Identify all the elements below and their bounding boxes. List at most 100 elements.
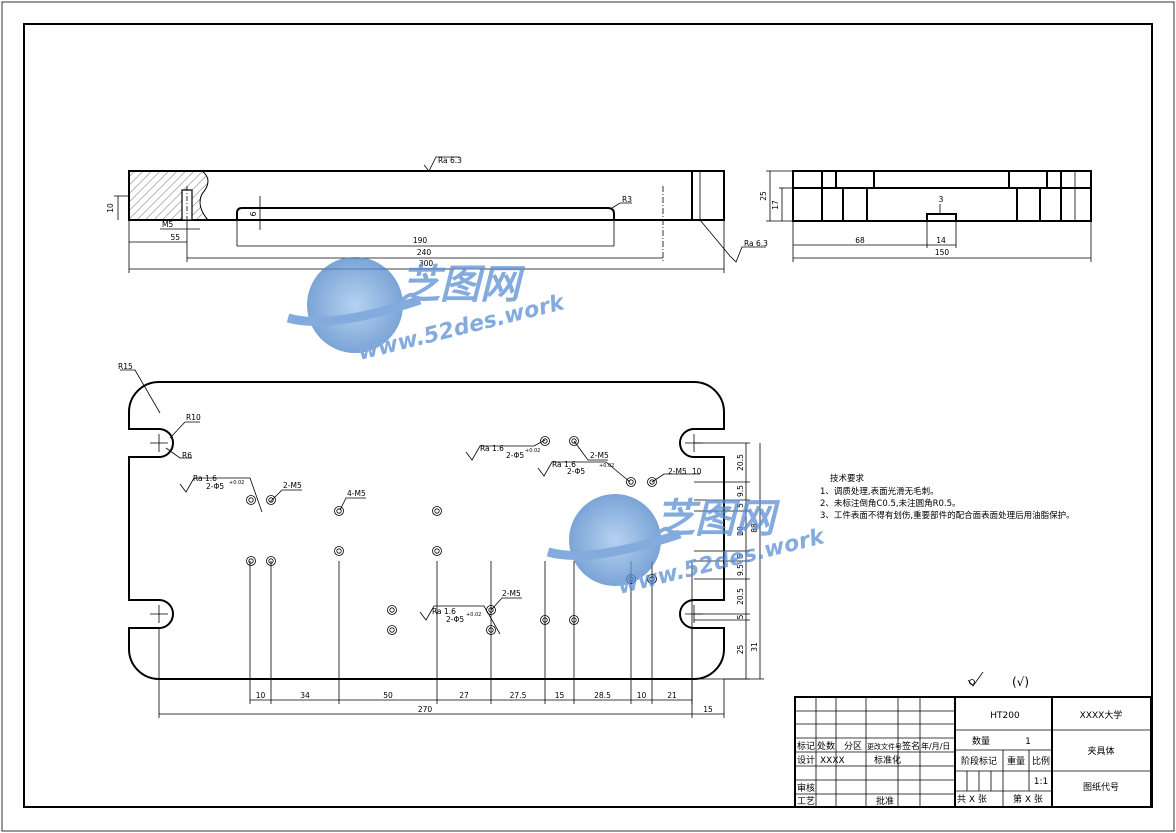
ra16-c: Ra 1.6 <box>552 460 576 469</box>
plan-view: R15 R10 R6 Ra 1.6 2-Φ5 +0.02 2-M5 4-M5 R… <box>118 362 764 718</box>
part-name: 夹具体 <box>1087 745 1114 757</box>
material: HT200 <box>990 711 1020 721</box>
sheets-total: 共 X 张 <box>957 794 987 805</box>
hole-core <box>248 558 254 564</box>
tb-count: 处数 <box>817 740 835 752</box>
bottom-dim: 10 <box>637 691 647 700</box>
bottom-dim: 34 <box>300 691 310 700</box>
bottom-dim: 27.5 <box>510 691 527 700</box>
radius-r10: R10 <box>186 413 201 422</box>
scale-label: 比例 <box>1032 755 1050 767</box>
inner-frame <box>23 23 1153 808</box>
hole <box>334 506 344 516</box>
dim-14: 14 <box>936 236 946 245</box>
tapped-hole-section <box>181 189 193 221</box>
ra16-a: Ra 1.6 <box>193 474 217 483</box>
tb-standard: 标准化 <box>874 754 901 766</box>
hole-2phi5-c: 2-Φ5 <box>567 467 585 476</box>
bottom-dim: 28.5 <box>594 691 611 700</box>
technical-requirements: 技术要求 1、调质处理,表面光滑无毛刺。 2、未标注倒角C0.5,未注圆角R0.… <box>820 473 1075 521</box>
hole-2phi5-d: 2-Φ5 <box>446 615 464 624</box>
end-view: 68 14 150 25 17 3 <box>759 170 1092 262</box>
dim-240: 240 <box>417 248 432 257</box>
bottom-dim: 15 <box>555 691 565 700</box>
depth-x10: 10 <box>692 467 702 476</box>
hole-core <box>268 497 274 503</box>
dim-10: 10 <box>106 203 115 213</box>
hole-2phi5-a: 2-Φ5 <box>206 482 224 491</box>
dim-68: 68 <box>855 236 865 245</box>
hole <box>540 436 550 446</box>
hole-4m5: 4-M5 <box>347 489 366 498</box>
side-view: 190 240 300 55 10 6 M5 Ra 6.3 R3 Ra 6.3 <box>106 156 768 273</box>
hole-2m5x10-label: 2-M5 <box>668 467 687 476</box>
dim-17: 17 <box>771 200 780 210</box>
hole-core <box>336 508 342 514</box>
roughness-right: Ra 6.3 <box>744 239 768 248</box>
watermark-1: 芝图网 www.52des.work <box>286 257 568 366</box>
tol-c: +0.02 <box>599 463 614 469</box>
dim-150: 150 <box>935 248 950 257</box>
watermark-brand: 芝图网 <box>400 262 526 308</box>
hole <box>334 546 344 556</box>
school: XXXX大学 <box>1080 709 1123 721</box>
bottom-groove <box>236 207 615 220</box>
roughness-top: Ra 6.3 <box>438 156 462 165</box>
hole <box>626 477 636 487</box>
right-dim: 20.5 <box>736 454 745 471</box>
watermark-brand-2: 芝图网 <box>655 496 781 542</box>
right-dim: 9.5 <box>736 564 745 576</box>
dim-3: 3 <box>939 195 944 204</box>
hole-core <box>336 548 342 554</box>
radius-r15: R15 <box>118 362 133 371</box>
hole-core <box>389 627 395 633</box>
roughness-symbol-top <box>423 156 460 172</box>
hole-2phi5-b: 2-Φ5 <box>506 451 524 460</box>
hole <box>246 556 256 566</box>
watermark-2: 芝图网 www.52des.work <box>546 494 828 600</box>
tb-design: 设计 <box>797 754 815 766</box>
sheet-number: 第 X 张 <box>1013 793 1043 805</box>
watermark-globe-icon-2 <box>569 494 661 586</box>
watermark-globe-icon <box>307 257 403 353</box>
hole <box>432 506 442 516</box>
roughness-symbol-right <box>699 219 766 263</box>
tech-req-item-1: 1、调质处理,表面光滑无毛刺。 <box>820 486 939 497</box>
tol-a: +0.02 <box>229 480 244 486</box>
hole-core <box>571 438 577 444</box>
scale-value: 1:1 <box>1034 777 1048 787</box>
right-dim: 25 <box>736 645 745 655</box>
surface-symbol: (√) <box>1012 675 1029 689</box>
dim-270: 270 <box>418 705 433 714</box>
bottom-dim: 10 <box>256 691 266 700</box>
title-block: HT200 XXXX大学 夹具体 图纸代号 数量 1 阶段标记 重量 比例 1:… <box>794 696 1152 808</box>
hole <box>387 605 397 615</box>
right-dim: 5 <box>736 503 745 508</box>
hole-core <box>389 607 395 613</box>
hole <box>569 436 579 446</box>
radius-r6: R6 <box>182 451 192 460</box>
end-view-outline <box>792 170 1092 222</box>
tb-zone: 分区 <box>844 741 862 752</box>
ra16-d: Ra 1.6 <box>432 607 456 616</box>
thread-m5-label: M5 <box>162 220 173 229</box>
right-dim: 5 <box>736 553 745 558</box>
section-hatch <box>128 170 210 221</box>
tech-req-item-2: 2、未标注倒角C0.5,未注圆角R0.5。 <box>820 498 961 509</box>
tech-req-item-3: 3、工件表面不得有划伤,重要部件的配合面表面处理后用油脂保护。 <box>820 510 1075 521</box>
hole <box>246 495 256 505</box>
hole <box>647 477 657 487</box>
hole-core <box>628 479 634 485</box>
hole-core <box>649 479 655 485</box>
qty-label: 数量 <box>972 735 990 747</box>
qty-value: 1 <box>1025 737 1031 747</box>
hole <box>432 546 442 556</box>
tb-approve: 批准 <box>876 795 894 807</box>
stage-label: 阶段标记 <box>961 755 997 767</box>
dim-15: 15 <box>703 705 713 714</box>
hole-core <box>434 508 440 514</box>
bottom-dim: 27 <box>459 691 469 700</box>
